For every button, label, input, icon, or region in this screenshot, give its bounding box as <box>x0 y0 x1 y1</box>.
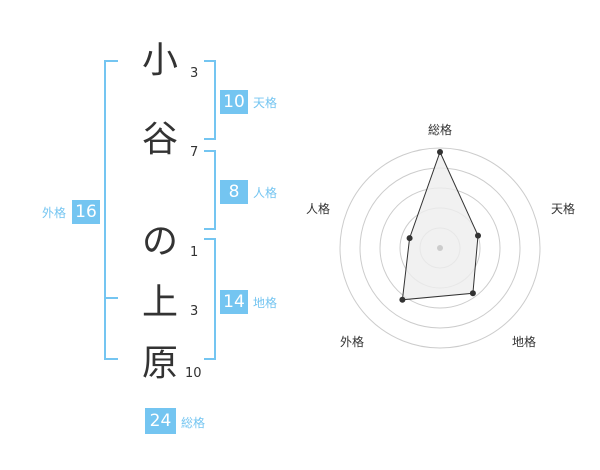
axis-label-jinkaku: 人格 <box>306 201 330 216</box>
axis-label-soukaku: 総格 <box>428 122 452 137</box>
stroke-count-3: 1 <box>190 245 199 260</box>
gaikaku-bracket-notch <box>104 297 118 299</box>
jinkaku-bracket <box>204 150 216 230</box>
soukaku-value: 24 <box>145 408 176 434</box>
name-char-4: 上 <box>141 282 178 323</box>
radar-data-area <box>401 150 479 301</box>
axis-label-tenkaku: 天格 <box>551 201 575 216</box>
radar-point-3 <box>469 290 476 297</box>
name-char-5: 原 <box>141 343 178 384</box>
radar-chart: 総格 天格 地格 外格 人格 <box>306 122 575 349</box>
radar-ring <box>339 147 541 349</box>
jinkaku-value: 8 <box>220 180 248 204</box>
stroke-count-1: 3 <box>190 66 199 81</box>
name-char-1: 小 <box>141 40 178 81</box>
gaikaku-label: 外格 <box>42 206 67 220</box>
name-char-2: 谷 <box>141 119 178 160</box>
stroke-count-5: 10 <box>185 366 202 381</box>
radar-point-1 <box>437 149 443 155</box>
gaikaku-bracket <box>104 60 118 360</box>
axis-label-chikaku: 地格 <box>512 334 536 349</box>
name-char-3: の <box>141 221 178 262</box>
stroke-count-2: 7 <box>190 145 199 160</box>
jinkaku-label: 人格 <box>253 186 278 200</box>
stroke-count-4: 3 <box>190 304 199 319</box>
tenkaku-value: 10 <box>220 90 248 114</box>
axis-label-gaikaku: 外格 <box>340 334 364 349</box>
tenkaku-bracket <box>204 60 216 140</box>
radar-data-points <box>399 149 481 303</box>
radar-point-5 <box>406 235 413 242</box>
radar-point-2 <box>475 232 481 239</box>
radar-point-4 <box>399 296 406 303</box>
chikaku-value: 14 <box>220 290 248 314</box>
soukaku-label: 総格 <box>181 416 206 430</box>
radar-center-dot <box>437 245 443 251</box>
tenkaku-label: 天格 <box>253 96 278 110</box>
gaikaku-value: 16 <box>72 200 100 224</box>
chikaku-bracket <box>204 238 216 360</box>
chikaku-label: 地格 <box>253 296 278 310</box>
